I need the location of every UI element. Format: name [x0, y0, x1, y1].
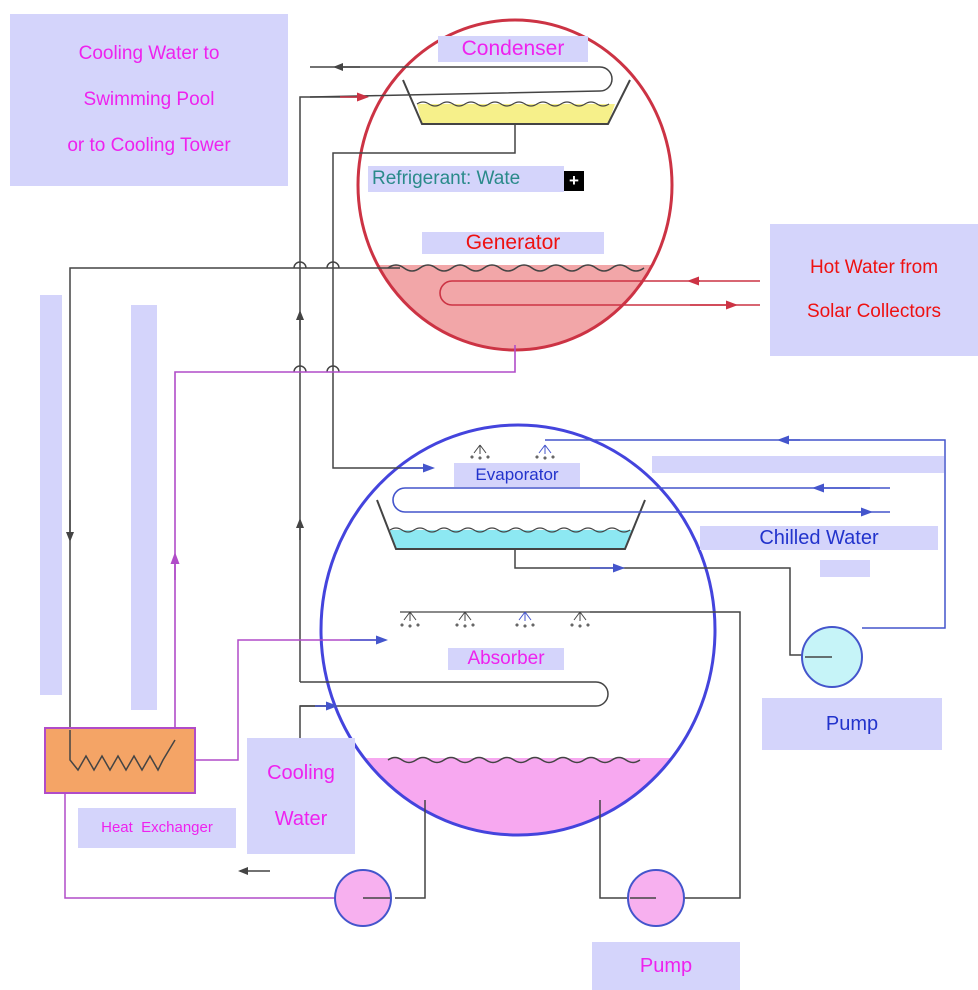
evaporator-label: Evaporator [454, 463, 580, 487]
refrigerant-label: Refrigerant: Wate [368, 166, 564, 192]
pump-right-label: Pump [762, 698, 942, 750]
hot-water-line-1: Hot Water from [809, 257, 939, 278]
cooling-water-in-line-2: Water [274, 808, 328, 830]
heat-exchanger [44, 727, 196, 794]
hot-water-line-2: Solar Collectors [806, 301, 942, 322]
hot-water-label: Hot Water from Solar Collectors [770, 224, 978, 356]
left-bar-2 [131, 305, 157, 710]
cooling-water-to-line-3: or to Cooling Tower [67, 135, 231, 156]
pump-bottom-right [627, 869, 685, 927]
upper-vessel [356, 18, 674, 352]
lower-vessel-shell [319, 423, 717, 837]
condenser-label: Condenser [438, 36, 588, 62]
absorber-coil [300, 681, 609, 707]
heat-exchanger-label: Heat Exchanger [78, 808, 236, 848]
right-bar-2 [820, 560, 870, 577]
generator-coil [439, 280, 760, 306]
cooling-water-to-line-2: Swimming Pool [83, 89, 215, 110]
condenser-tray [309, 66, 631, 125]
pump-right [801, 626, 863, 688]
pump-bottom-left [334, 869, 392, 927]
absorber-label: Absorber [448, 648, 564, 670]
right-bar-1 [652, 456, 944, 473]
cooling-water-to-line-1: Cooling Water to [78, 43, 220, 64]
plus-cursor-icon: + [564, 171, 584, 191]
chilled-water-label: Chilled Water [700, 526, 938, 550]
left-bar-1 [40, 295, 62, 695]
cooling-water-to-label: Cooling Water to Swimming Pool or to Coo… [10, 14, 288, 186]
cooling-water-in-label: Cooling Water [247, 738, 355, 854]
cooling-water-in-line-1: Cooling [267, 762, 335, 784]
pump-bottom-label: Pump [592, 942, 740, 990]
spray-nozzle-icon [400, 444, 590, 628]
generator-label: Generator [422, 231, 604, 254]
evaporator-tray [376, 487, 890, 550]
